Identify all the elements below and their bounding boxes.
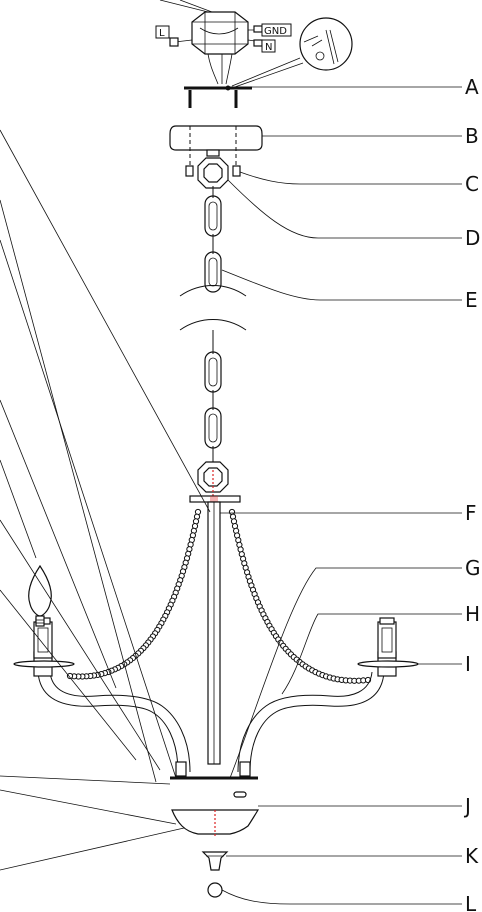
chain-break-bottom [179, 319, 247, 331]
label-a: A [465, 75, 479, 99]
lower-loop [197, 461, 229, 498]
label-j: J [463, 794, 471, 818]
label-e: E [465, 288, 478, 312]
junction-box [169, 11, 263, 85]
arm-left [37, 671, 191, 777]
candle-socket-right [357, 617, 419, 677]
candle-socket-left [13, 617, 75, 677]
bottom-plate [170, 776, 258, 798]
wire-label-neutral: N [261, 39, 276, 53]
svg-text:GND: GND [264, 26, 287, 37]
bottom-bowl [171, 809, 260, 836]
candelabra-bulb [28, 564, 52, 627]
svg-text:N: N [265, 42, 272, 53]
center-stem [207, 501, 221, 765]
chain-lower [204, 330, 222, 462]
screw-right [232, 165, 241, 177]
label-l: L [465, 892, 477, 912]
mounting-bracket [184, 85, 252, 108]
label-i: I [465, 652, 471, 676]
wire-label-line: L [155, 25, 170, 39]
bead-chains [66, 508, 372, 684]
top-plate [189, 495, 241, 503]
wire-label-ground: GND [261, 23, 292, 37]
label-g: G [465, 556, 481, 580]
canopy [169, 125, 263, 168]
svg-text:L: L [159, 28, 165, 39]
finial-cap [201, 851, 229, 871]
label-h: H [465, 602, 480, 626]
callout-lines [220, 86, 462, 905]
label-b: B [465, 124, 479, 148]
label-k: K [465, 844, 479, 868]
screw-left [185, 165, 194, 177]
label-f: F [465, 501, 477, 525]
finial-ball [207, 882, 223, 898]
label-c: C [465, 172, 479, 196]
ground-screw-detail [231, 17, 353, 89]
chain-upper [204, 186, 222, 293]
top-loop [197, 149, 229, 189]
chain-break-top [179, 285, 247, 297]
arm-right [237, 671, 385, 777]
bead [66, 672, 74, 680]
left-leader-lines [0, 129, 211, 871]
label-d: D [465, 226, 480, 250]
